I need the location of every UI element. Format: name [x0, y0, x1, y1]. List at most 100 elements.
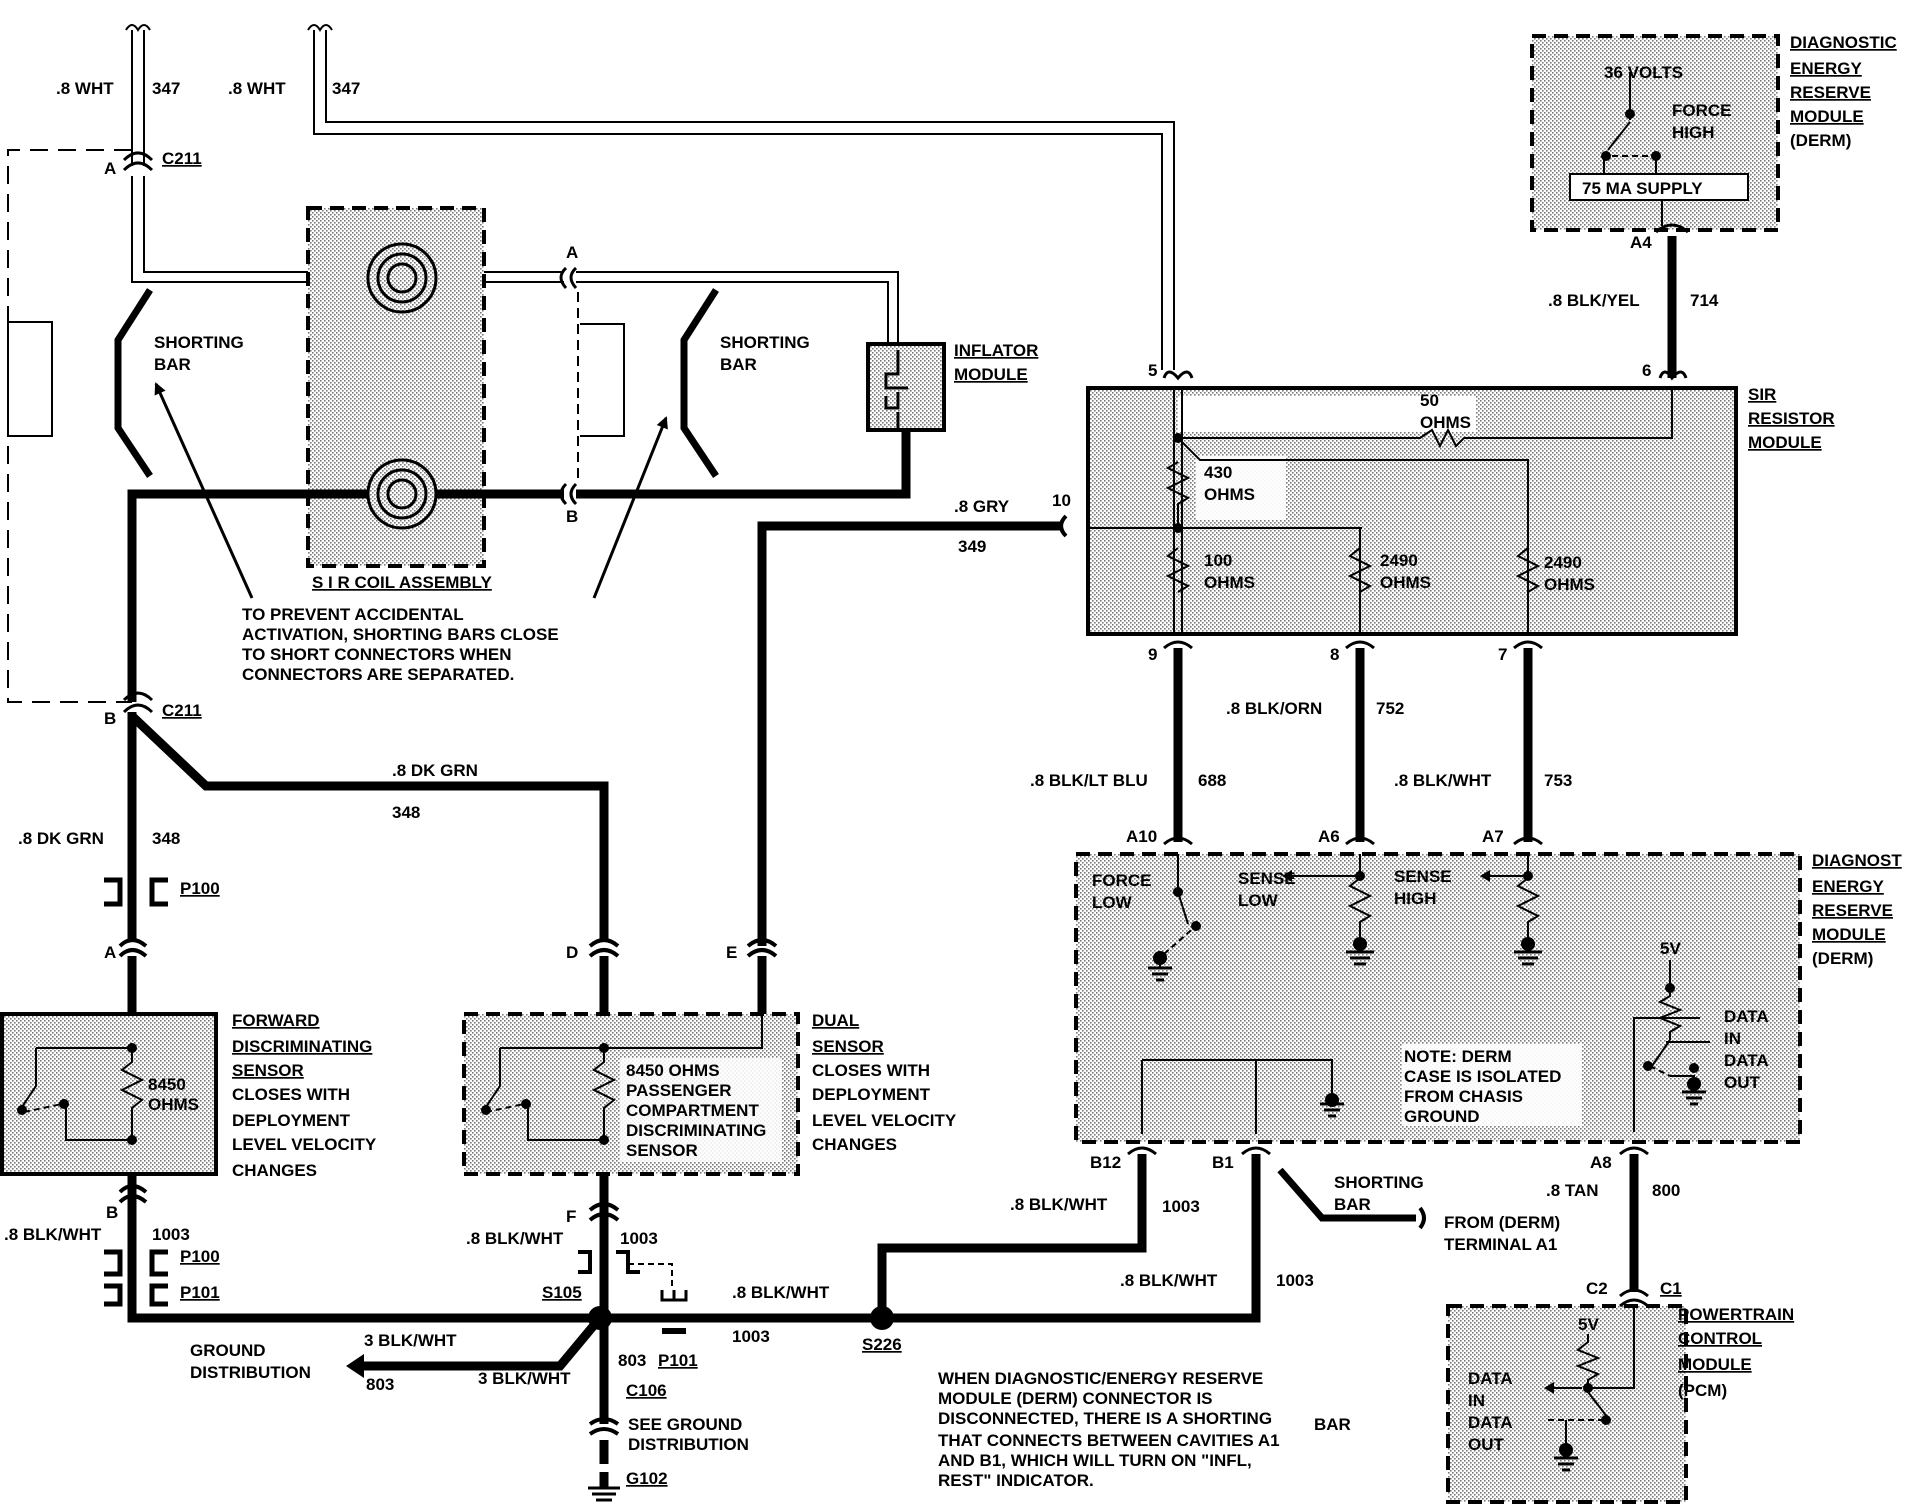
- c106-label: C106: [626, 1381, 667, 1400]
- derm-warning-4: THAT CONNECTS BETWEEN CAVITIES A1: [938, 1431, 1280, 1450]
- shorting-bar-left-line1: SHORTING: [154, 333, 244, 352]
- wire-347-left: [131, 30, 308, 283]
- derm-sense-low-1: SENSE: [1238, 869, 1296, 888]
- sir-resistor-label-1: SIR: [1748, 385, 1776, 404]
- derm-top-label-5: (DERM): [1790, 131, 1851, 150]
- pcm-label-1: POWERTRAIN: [1678, 1305, 1794, 1324]
- wire-800-gauge: .8 TAN: [1546, 1181, 1599, 1200]
- derm-ground-symbols: [1148, 950, 1706, 1118]
- wire-753-gauge: .8 BLK/WHT: [1394, 771, 1492, 790]
- shorting-bar-right-line1: SHORTING: [720, 333, 810, 352]
- derm-warning-3b: BAR: [1314, 1415, 1351, 1434]
- sir-r50-a: 50: [1420, 391, 1439, 410]
- c211-a-connector: [122, 151, 154, 172]
- wire-800-circuit: 800: [1652, 1181, 1680, 1200]
- derm-top-force-1: FORCE: [1672, 101, 1732, 120]
- sir-r430-b: OHMS: [1204, 485, 1255, 504]
- derm-warning-1: WHEN DIAGNOSTIC/ENERGY RESERVE: [938, 1369, 1263, 1388]
- pass-label-4: DISCRIMINATING: [626, 1121, 766, 1140]
- pcm-data-2: IN: [1468, 1391, 1485, 1410]
- shorting-note-4: CONNECTORS ARE SEPARATED.: [242, 665, 514, 684]
- shorting-bar-left: [114, 288, 153, 478]
- pcm-data-3: DATA: [1468, 1413, 1513, 1432]
- wire-1003-left-circuit: 1003: [152, 1225, 190, 1244]
- wire-803-gauge-b: 3 BLK/WHT: [478, 1369, 571, 1388]
- shorting-note-3: TO SHORT CONNECTORS WHEN: [242, 645, 512, 664]
- derm-top-supply: 75 MA SUPPLY: [1582, 179, 1703, 198]
- wire-803-gauge-a: 3 BLK/WHT: [364, 1331, 457, 1350]
- fwd-ohms-2: OHMS: [148, 1095, 199, 1114]
- pcm-pin-c1: C1: [1660, 1279, 1682, 1298]
- g102-label: G102: [626, 1469, 668, 1488]
- forward-sensor-box: [0, 1012, 218, 1176]
- wire-752-gauge: .8 BLK/ORN: [1226, 699, 1322, 718]
- derm-warning-6: REST" INDICATOR.: [938, 1471, 1094, 1490]
- derm-main-label-1: DIAGNOST: [1812, 851, 1902, 870]
- pass-label-2: PASSENGER: [626, 1081, 732, 1100]
- dual-label-3: CLOSES WITH: [812, 1061, 930, 1080]
- sir-pin-9: 9: [1148, 645, 1157, 664]
- fwd-label-3: SENSOR: [232, 1061, 304, 1080]
- derm-data-4: OUT: [1724, 1073, 1761, 1092]
- sir-r2490-b-1: OHMS: [1380, 573, 1431, 592]
- fwd-label-1: FORWARD: [232, 1011, 320, 1030]
- derm-shorting-from-2: TERMINAL A1: [1444, 1235, 1557, 1254]
- splice-s105: [588, 1306, 612, 1330]
- pcm-data-1: DATA: [1468, 1369, 1513, 1388]
- wire-347-right: [313, 30, 1175, 370]
- derm-pin-b1: B1: [1212, 1153, 1234, 1172]
- shorting-bar-right: [680, 288, 719, 478]
- derm-pin-a7: A7: [1482, 827, 1504, 846]
- wire-1003-left-gauge: .8 BLK/WHT: [4, 1225, 102, 1244]
- wire-714-circuit: 714: [1690, 291, 1719, 310]
- fwd-label-4: CLOSES WITH: [232, 1085, 350, 1104]
- splice-s226: [870, 1306, 894, 1330]
- c211-label-top: C211: [162, 149, 202, 168]
- wire-349-gry: [757, 521, 1062, 946]
- wire-1003-mid-circuit: 1003: [620, 1229, 658, 1248]
- wire-803-ground: [362, 1315, 604, 1371]
- derm-pin-b12: B12: [1090, 1153, 1121, 1172]
- sir-coil-label: S I R COIL ASSEMBLY: [312, 573, 492, 592]
- fwd-pin-b: B: [106, 1203, 118, 1222]
- wire-347-right-circuit: 347: [332, 79, 360, 98]
- dual-label-5: LEVEL VELOCITY: [812, 1111, 957, 1130]
- passenger-sensor-internal: [483, 1014, 763, 1141]
- pass-label-1: 8450 OHMS: [626, 1061, 720, 1080]
- pcm-5v: 5V: [1578, 1315, 1599, 1334]
- fwd-label-2: DISCRIMINATING: [232, 1037, 372, 1056]
- upper-clockspring-coil: [366, 242, 438, 314]
- p101-label-left: P101: [180, 1283, 220, 1302]
- wire-348-vert-gauge: .8 DK GRN: [18, 829, 104, 848]
- pcm-label-3: MODULE: [1678, 1355, 1752, 1374]
- derm-shorting-from-1: FROM (DERM): [1444, 1213, 1560, 1232]
- wire-752-circuit: 752: [1376, 699, 1404, 718]
- dual-label-6: CHANGES: [812, 1135, 897, 1154]
- wire-347-right-gauge: .8 WHT: [228, 79, 286, 98]
- wire-348-horiz-circuit: 348: [392, 803, 420, 822]
- p100-label-bottom: P100: [180, 1247, 220, 1266]
- wire-b1-circuit: 1003: [1276, 1271, 1314, 1290]
- pass-pin-e: E: [726, 943, 737, 962]
- dual-label-2: SENSOR: [812, 1037, 884, 1056]
- wire-753-circuit: 753: [1544, 771, 1572, 790]
- wire-348-horiz-gauge: .8 DK GRN: [392, 761, 478, 780]
- shorting-bar-left-line2: BAR: [154, 355, 191, 374]
- ground-dist-2: DISTRIBUTION: [190, 1363, 311, 1382]
- shorting-note-2: ACTIVATION, SHORTING BARS CLOSE: [242, 625, 559, 644]
- wire-688-gauge: .8 BLK/LT BLU: [1030, 771, 1148, 790]
- sir-r100-a: 100: [1204, 551, 1232, 570]
- sir-r2490-a-1: 2490: [1380, 551, 1418, 570]
- inflator-label-1: INFLATOR: [954, 341, 1038, 360]
- wire-1003-bus-circuit: 1003: [732, 1327, 770, 1346]
- c211-b-connector: [122, 691, 154, 714]
- dual-label-1: DUAL: [812, 1011, 859, 1030]
- pass-label-3: COMPARTMENT: [626, 1101, 759, 1120]
- wire-b1-gauge: .8 BLK/WHT: [1120, 1271, 1218, 1290]
- dual-label-4: DEPLOYMENT: [812, 1085, 931, 1104]
- p100-label-top: P100: [180, 879, 220, 898]
- derm-warning-5: AND B1, WHICH WILL TURN ON "INFL,: [938, 1451, 1252, 1470]
- s226-label: S226: [862, 1335, 902, 1354]
- derm-shorting-bar-2: BAR: [1334, 1195, 1371, 1214]
- see-ground-2: DISTRIBUTION: [628, 1435, 749, 1454]
